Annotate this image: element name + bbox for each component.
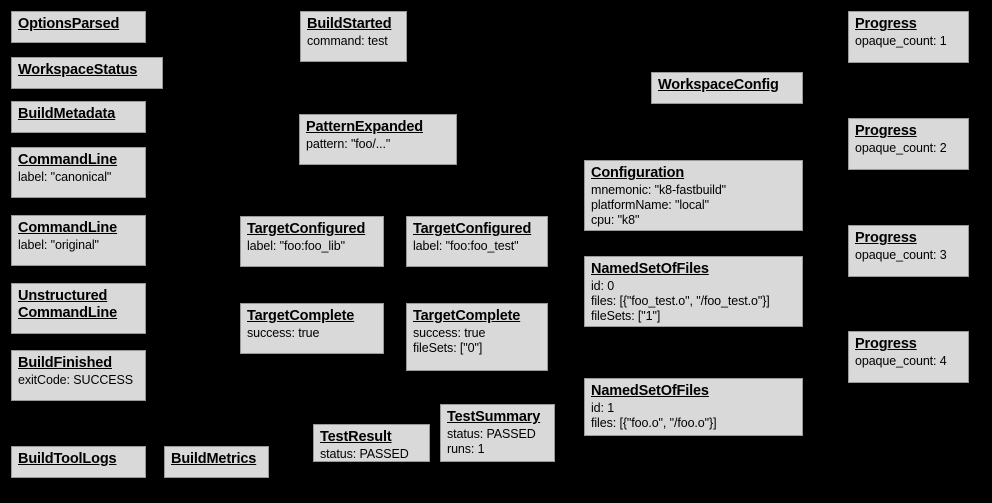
node-title: BuildStarted [307,16,392,32]
node-title: Progress [855,336,917,352]
node-fields: command: test [307,34,401,49]
node-field: pattern: "foo/..." [306,137,391,152]
node-title: Unstructured CommandLine [18,288,118,322]
node-build-metadata[interactable]: BuildMetadata [11,101,146,133]
node-field: files: [{"foo_test.o", "/foo_test.o"}] [591,293,770,308]
node-field: command: test [307,34,388,49]
node-field: label: "canonical" [18,170,112,185]
node-title: Progress [855,16,917,32]
node-title: WorkspaceConfig [658,77,779,93]
node-field: opaque_count: 1 [855,34,947,49]
node-field: fileSets: ["1"] [591,308,661,323]
node-fields: label: "original" [18,238,140,253]
node-title: TestResult [320,429,392,445]
node-build-tool-logs[interactable]: BuildToolLogs [11,446,146,478]
node-title: CommandLine [18,220,118,236]
node-configuration[interactable]: Configuration mnemonic: "k8-fastbuild"pla… [584,160,803,231]
node-fields: opaque_count: 2 [855,141,963,156]
node-field: status: PASSED [320,447,409,462]
node-title: TargetConfigured [413,221,532,237]
node-title: Progress [855,123,917,139]
node-field: label: "foo:foo_lib" [247,239,345,254]
node-progress-3[interactable]: Progress opaque_count: 3 [848,225,969,277]
node-fields: mnemonic: "k8-fastbuild"platformName: "l… [591,183,797,227]
node-fields: exitCode: SUCCESS [18,373,140,388]
node-build-metrics[interactable]: BuildMetrics [164,446,269,478]
node-test-result[interactable]: TestResult status: PASSED [313,424,430,462]
node-fields: label: "foo:foo_test" [413,239,542,254]
node-target-configured-foo-lib[interactable]: TargetConfigured label: "foo:foo_lib" [240,216,384,267]
node-field: opaque_count: 2 [855,141,947,156]
node-fields: success: true [247,326,378,341]
node-options-parsed[interactable]: OptionsParsed [11,11,146,43]
node-title: Configuration [591,165,685,181]
node-field: success: true [247,326,320,341]
node-title: CommandLine [18,152,118,168]
node-fields: opaque_count: 3 [855,248,963,263]
node-workspace-config[interactable]: WorkspaceConfig [651,72,803,104]
node-title: BuildFinished [18,355,112,371]
node-target-configured-foo-test[interactable]: TargetConfigured label: "foo:foo_test" [406,216,548,267]
node-title: Progress [855,230,917,246]
node-field: runs: 1 [447,441,485,456]
node-title: TestSummary [447,409,541,425]
node-fields: label: "canonical" [18,170,140,185]
node-title: TargetComplete [413,308,521,324]
node-title: OptionsParsed [18,16,120,32]
node-command-line-canonical[interactable]: CommandLine label: "canonical" [11,147,146,198]
node-field: opaque_count: 3 [855,248,947,263]
node-field: mnemonic: "k8-fastbuild" [591,183,727,198]
node-progress-4[interactable]: Progress opaque_count: 4 [848,331,969,383]
node-fields: status: PASSED [320,447,424,462]
node-pattern-expanded[interactable]: PatternExpanded pattern: "foo/..." [299,114,457,165]
node-field: platformName: "local" [591,197,709,212]
node-fields: opaque_count: 1 [855,34,963,49]
node-field: label: "original" [18,238,99,253]
node-title: NamedSetOfFiles [591,383,709,399]
node-unstructured-command-line[interactable]: Unstructured CommandLine [11,283,146,334]
node-build-finished[interactable]: BuildFinished exitCode: SUCCESS [11,350,146,401]
node-field: label: "foo:foo_test" [413,239,519,254]
node-title: BuildToolLogs [18,451,117,467]
node-workspace-status[interactable]: WorkspaceStatus [11,57,163,89]
node-title: WorkspaceStatus [18,62,138,78]
node-field: opaque_count: 4 [855,354,947,369]
node-command-line-original[interactable]: CommandLine label: "original" [11,215,146,266]
node-title: TargetComplete [247,308,355,324]
node-target-complete-lib[interactable]: TargetComplete success: true [240,303,384,354]
node-title: BuildMetrics [171,451,257,467]
node-fields: opaque_count: 4 [855,354,963,369]
node-field: cpu: "k8" [591,212,640,227]
node-field: success: true [413,326,486,341]
node-progress-2[interactable]: Progress opaque_count: 2 [848,118,969,170]
node-field: exitCode: SUCCESS [18,373,134,388]
node-build-started[interactable]: BuildStarted command: test [300,11,407,62]
node-field: fileSets: ["0"] [413,340,483,355]
node-field: files: [{"foo.o", "/foo.o"}] [591,415,717,430]
node-field: id: 1 [591,401,615,416]
node-title: NamedSetOfFiles [591,261,709,277]
node-title: TargetConfigured [247,221,366,237]
node-fields: pattern: "foo/..." [306,137,451,152]
node-field: status: PASSED [447,427,536,442]
node-title: BuildMetadata [18,106,116,122]
node-fields: label: "foo:foo_lib" [247,239,378,254]
node-title: PatternExpanded [306,119,423,135]
node-field: id: 0 [591,279,615,294]
node-progress-1[interactable]: Progress opaque_count: 1 [848,11,969,63]
